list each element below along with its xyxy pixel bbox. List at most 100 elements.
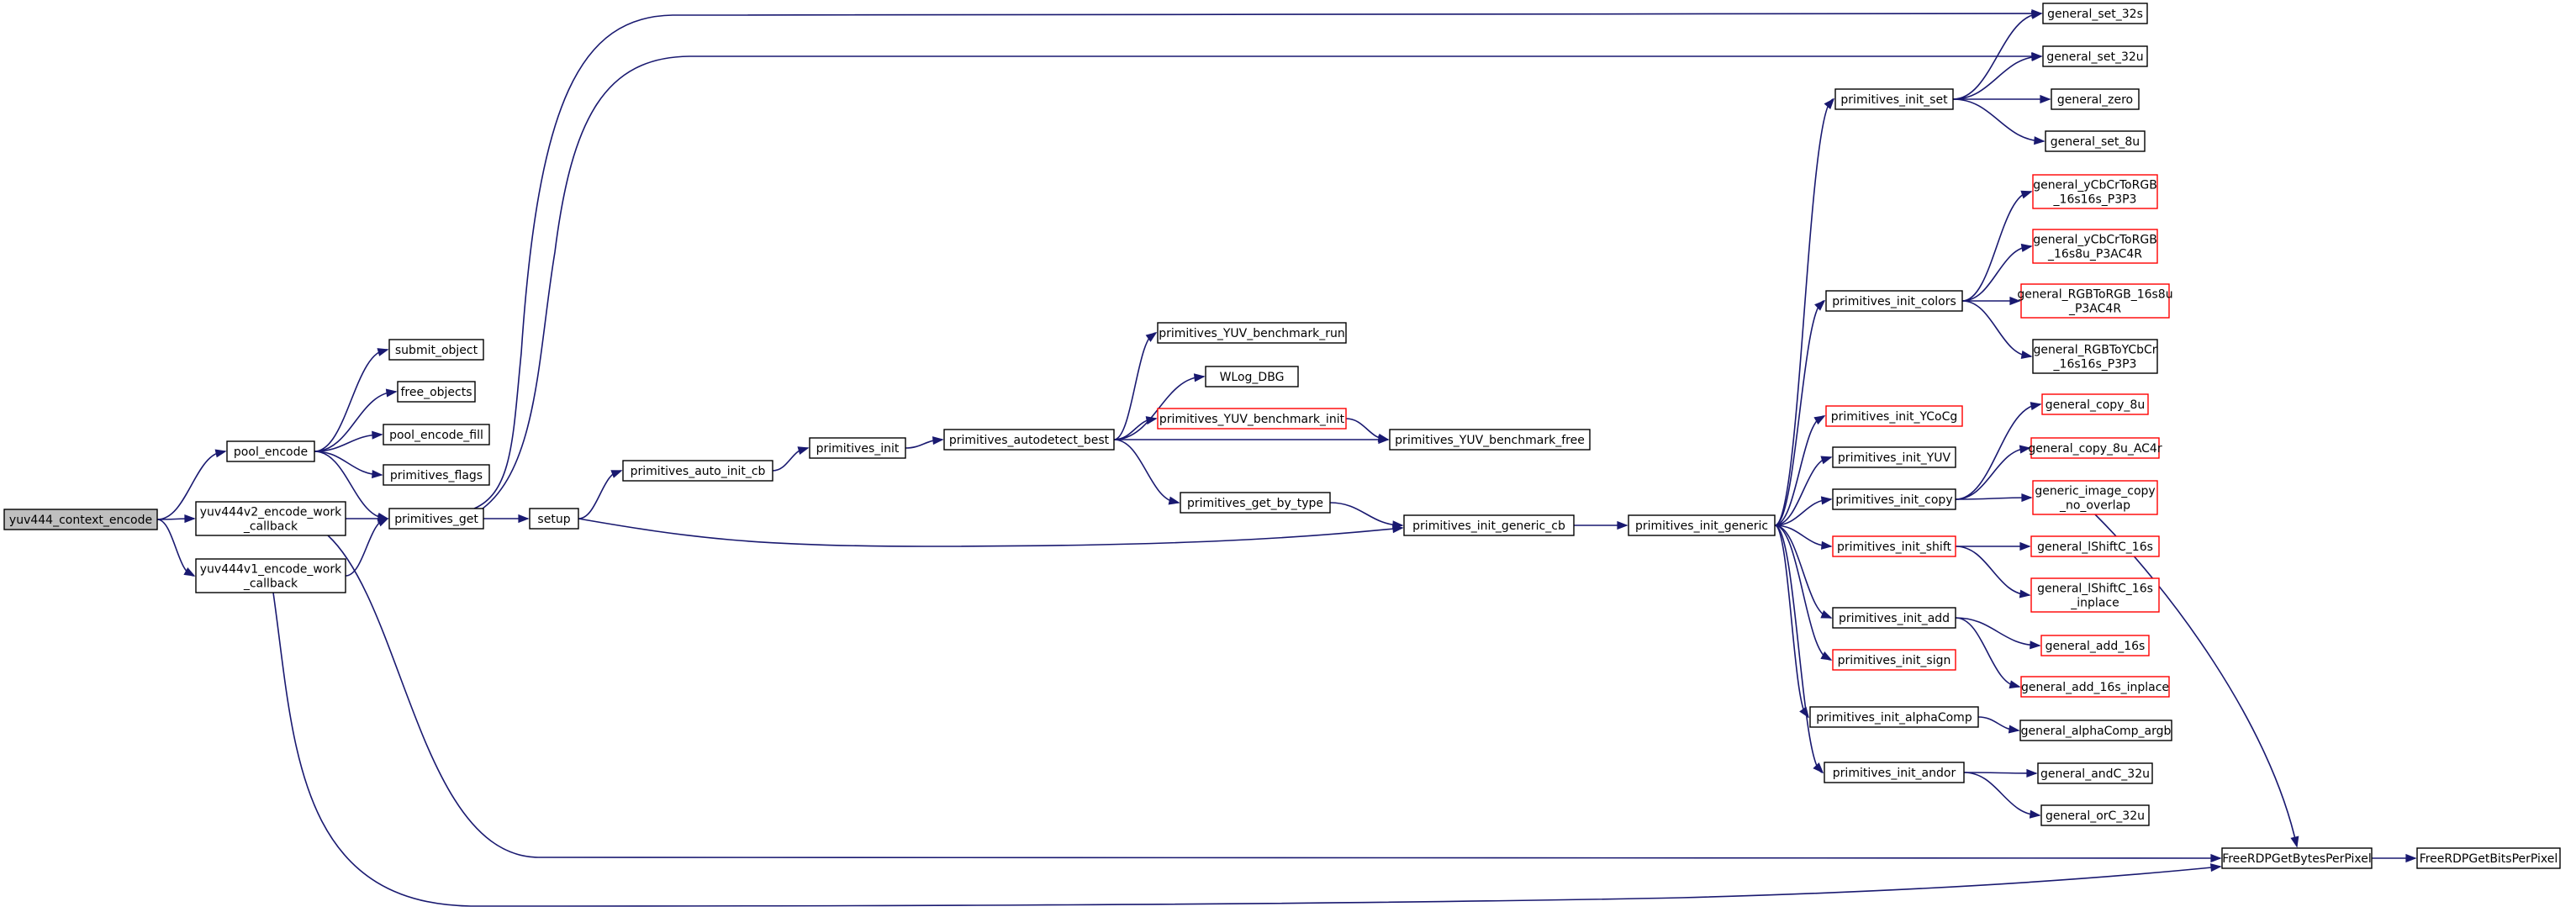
- node-general_copy_8u_AC4r[interactable]: general_copy_8u_AC4r: [2028, 437, 2162, 459]
- node-primitives_init_copy[interactable]: primitives_init_copy: [1832, 488, 1956, 510]
- node-pool_encode[interactable]: pool_encode: [226, 440, 315, 462]
- node-primitives_init_colors[interactable]: primitives_init_colors: [1825, 290, 1963, 312]
- node-general_add_16s_inplace[interactable]: general_add_16s_inplace: [2020, 676, 2170, 698]
- node-yuv444v1_encode_work_callback[interactable]: yuv444v1_encode_work_callback: [195, 558, 346, 593]
- edge-arrowhead: [932, 436, 944, 445]
- edge-pool_encode-to-submit_object: [314, 348, 389, 452]
- node-general_alphaComp_argb[interactable]: general_alphaComp_argb: [2019, 720, 2172, 741]
- edge-line: [1955, 546, 2030, 596]
- node-label: general_add_16s: [2045, 640, 2146, 653]
- edge-arrowhead: [385, 388, 398, 398]
- node-primitives_init_generic_cb[interactable]: primitives_init_generic_cb: [1403, 514, 1575, 536]
- node-label: free_objects: [400, 386, 472, 399]
- node-primitives_init_shift[interactable]: primitives_init_shift: [1832, 535, 1956, 557]
- edge-arrowhead: [2009, 680, 2021, 689]
- node-general_set_32s[interactable]: general_set_32s: [2042, 3, 2148, 24]
- node-primitives_init_generic[interactable]: primitives_init_generic: [1628, 514, 1776, 536]
- node-general_andC_32u[interactable]: general_andC_32u: [2037, 762, 2153, 784]
- node-FreeRDPGetBytesPerPixel[interactable]: FreeRDPGetBytesPerPixel: [2221, 847, 2373, 869]
- node-primitives_init_add[interactable]: primitives_init_add: [1832, 607, 1956, 629]
- node-box: [388, 339, 484, 361]
- edge-arrowhead: [183, 567, 196, 577]
- node-general_lShiftC_16s_inplace[interactable]: general_lShiftC_16s_inplace: [2030, 577, 2160, 613]
- edge-arrowhead: [797, 446, 810, 455]
- node-label: primitives_autodetect_best: [949, 434, 1110, 447]
- node-general_set_8u[interactable]: general_set_8u: [2045, 130, 2146, 152]
- node-primitives_get[interactable]: primitives_get: [388, 508, 484, 530]
- node-setup[interactable]: setup: [529, 508, 579, 530]
- node-primitives_autodetect_best[interactable]: primitives_autodetect_best: [943, 429, 1115, 451]
- edge-line: [578, 470, 622, 519]
- node-primitives_YUV_benchmark_free[interactable]: primitives_YUV_benchmark_free: [1389, 429, 1591, 451]
- node-primitives_YUV_benchmark_init[interactable]: primitives_YUV_benchmark_init: [1157, 408, 1347, 430]
- node-box: [2032, 229, 2158, 264]
- node-general_yCbCrToRGB_16s16s_P3P3[interactable]: general_yCbCrToRGB_16s16s_P3P3: [2032, 174, 2158, 209]
- edge-arrowhead: [214, 449, 227, 458]
- edge-line: [1774, 525, 1824, 773]
- node-free_objects[interactable]: free_objects: [397, 381, 476, 403]
- node-box: [1832, 535, 1956, 557]
- node-box: [2032, 339, 2158, 374]
- node-box: [1832, 488, 1956, 510]
- node-box: [1834, 88, 1954, 110]
- edge-setup-to-primitives_init_generic_cb: [578, 518, 1404, 547]
- node-general_RGBToYCbCr_16s16s_P3P3[interactable]: general_RGBToYCbCr_16s16s_P3P3: [2032, 339, 2158, 374]
- node-WLog_DBG[interactable]: WLog_DBG: [1205, 366, 1299, 387]
- node-primitives_init_sign[interactable]: primitives_init_sign: [1832, 649, 1956, 671]
- node-pool_encode_fill[interactable]: pool_encode_fill: [383, 424, 490, 445]
- node-general_RGBToRGB_16s8u_P3AC4R[interactable]: general_RGBToRGB_16s8u_P3AC4R: [2017, 283, 2173, 319]
- edge-primitives_get-to-general_set_32s: [473, 8, 2043, 509]
- node-label: primitives_init: [816, 442, 900, 456]
- edge-arrowhead: [1145, 416, 1158, 425]
- node-FreeRDPGetBitsPerPixel[interactable]: FreeRDPGetBitsPerPixel: [2416, 847, 2561, 869]
- node-general_yCbCrToRGB_16s8u_P3AC4R[interactable]: general_yCbCrToRGB_16s8u_P3AC4R: [2032, 229, 2158, 264]
- node-yuv444v2_encode_work_callback[interactable]: yuv444v2_encode_work_callback: [195, 501, 346, 536]
- node-label: _16s16s_P3P3: [2053, 193, 2137, 207]
- node-submit_object[interactable]: submit_object: [388, 339, 484, 361]
- node-primitives_init_andor[interactable]: primitives_init_andor: [1824, 762, 1965, 783]
- node-label: general_orC_32u: [2045, 809, 2145, 823]
- node-box: [2030, 535, 2160, 557]
- edge-line: [1952, 98, 2045, 142]
- node-label: _no_overlap: [2059, 499, 2130, 513]
- node-primitives_init_alphaComp[interactable]: primitives_init_alphaComp: [1809, 706, 1979, 728]
- edge-arrowhead: [1813, 762, 1824, 774]
- node-primitives_get_by_type[interactable]: primitives_get_by_type: [1180, 492, 1331, 514]
- node-box: [2041, 393, 2149, 415]
- node-label: _inplace: [2070, 597, 2119, 610]
- node-label: primitives_YUV_benchmark_run: [1159, 327, 1345, 340]
- node-primitives_init_YCoCg[interactable]: primitives_init_YCoCg: [1825, 405, 1963, 427]
- node-label: primitives_YUV_benchmark_init: [1159, 413, 1345, 426]
- node-general_lShiftC_16s[interactable]: general_lShiftC_16s: [2030, 535, 2160, 557]
- node-general_set_32u[interactable]: general_set_32u: [2042, 45, 2148, 67]
- node-box: [1389, 429, 1591, 451]
- node-general_orC_32u[interactable]: general_orC_32u: [2040, 804, 2150, 826]
- node-primitives_flags[interactable]: primitives_flags: [383, 464, 490, 486]
- edge-line: [327, 535, 2221, 859]
- edge-primitives_get-to-setup: [483, 514, 530, 524]
- node-primitives_init_set[interactable]: primitives_init_set: [1834, 88, 1954, 110]
- node-yuv444_context_encode[interactable]: yuv444_context_encode: [3, 509, 158, 530]
- edge-yuv444v1_encode_work_callback-to-FreeRDPGetBytesPerPixel: [272, 592, 2222, 907]
- node-primitives_init[interactable]: primitives_init: [809, 437, 906, 459]
- edge-line: [1963, 772, 2037, 774]
- node-box: [1180, 492, 1331, 514]
- edge-arrowhead: [1813, 415, 1826, 425]
- node-general_add_16s[interactable]: general_add_16s: [2040, 635, 2150, 656]
- node-general_copy_8u[interactable]: general_copy_8u: [2041, 393, 2149, 415]
- node-primitives_auto_init_cb[interactable]: primitives_auto_init_cb: [622, 460, 773, 482]
- node-label: primitives_init_andor: [1833, 767, 1956, 780]
- node-box: [1825, 290, 1963, 312]
- edge-arrowhead: [2009, 296, 2021, 306]
- edge-line: [1952, 13, 2042, 100]
- edge-arrowhead: [2019, 589, 2031, 598]
- node-box: [195, 501, 346, 536]
- node-primitives_init_YUV[interactable]: primitives_init_YUV: [1832, 446, 1956, 468]
- node-generic_image_copy_no_overlap[interactable]: generic_image_copy_no_overlap: [2032, 480, 2158, 515]
- edge-arrowhead: [1392, 520, 1404, 530]
- node-label: pool_encode_fill: [389, 429, 483, 442]
- node-primitives_YUV_benchmark_run[interactable]: primitives_YUV_benchmark_run: [1157, 322, 1347, 344]
- edge-primitives_init_generic-to-primitives_init_shift: [1774, 525, 1833, 550]
- node-general_zero[interactable]: general_zero: [2051, 88, 2140, 110]
